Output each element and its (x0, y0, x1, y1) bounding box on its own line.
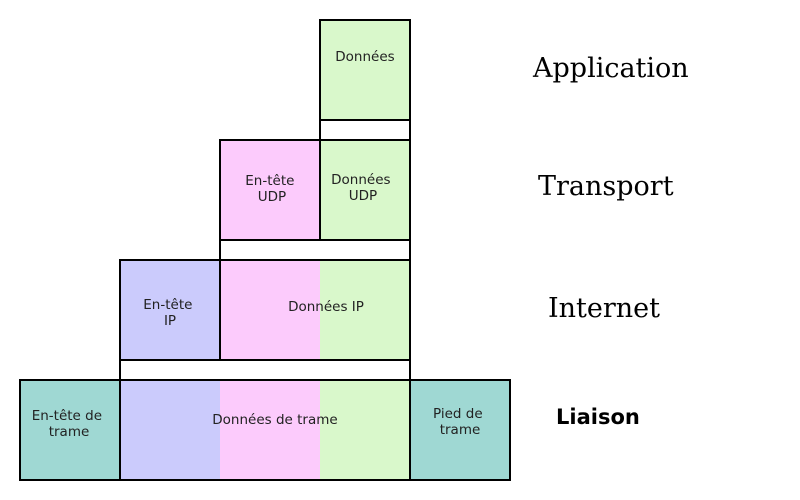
svg-text:Données: Données (335, 49, 394, 65)
app-data-box: Données (319, 19, 411, 121)
ip-header-box: En-tête IP (119, 259, 221, 361)
ip-header-label-1: En-tête (143, 297, 192, 313)
udp-data-label-1: Données (331, 172, 390, 188)
frame-data-box: Données de trame (119, 379, 411, 481)
connector-transport-internet (219, 239, 411, 261)
frame-data-label: Données de trame (212, 412, 337, 428)
svg-text:Données IP: Données IP (288, 299, 364, 315)
connector-internet-link (119, 359, 411, 381)
app-data-label: Données (335, 49, 394, 65)
udp-header-box: En-tête UDP (219, 139, 321, 241)
frame-header-label-1: En-tête de (32, 408, 102, 424)
layer-label-link: Liaison (556, 405, 640, 429)
svg-text:Données de trame: Données de trame (212, 412, 337, 428)
svg-text:En-tête IP: En-tête IP (143, 297, 196, 329)
connector-app-transport (319, 119, 411, 141)
udp-header-label-2: UDP (258, 189, 286, 205)
udp-data-label-2: UDP (349, 188, 377, 204)
udp-header-label-1: En-tête (245, 173, 294, 189)
svg-text:En-tête de trame: En-tête de trame (32, 408, 107, 440)
ip-data-label: Données IP (288, 299, 364, 315)
frame-header-label-2: trame (49, 424, 90, 440)
udp-data-box: Données UDP (319, 139, 411, 241)
layer-label-internet: Internet (548, 293, 661, 324)
frame-footer-label-2: trame (440, 422, 481, 438)
ip-data-box: Données IP (219, 259, 411, 361)
svg-text:En-tête UDP: En-tête UDP (245, 173, 298, 205)
svg-text:Pied de trame: Pied de trame (433, 406, 487, 438)
ip-header-label-2: IP (164, 313, 176, 329)
frame-header-box: En-tête de trame (19, 379, 121, 481)
svg-text:Données UDP: Données UDP (331, 172, 395, 204)
frame-footer-label-1: Pied de (433, 406, 483, 422)
frame-footer-box: Pied de trame (409, 379, 511, 481)
layer-label-application: Application (533, 53, 689, 84)
layer-label-transport: Transport (538, 171, 674, 202)
